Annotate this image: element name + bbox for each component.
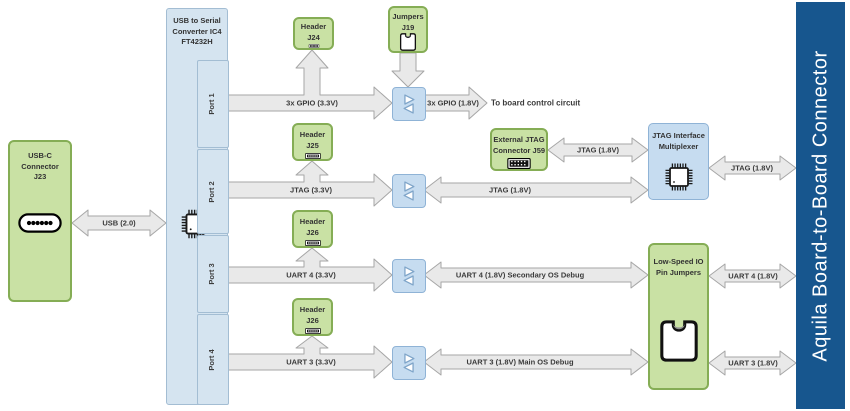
jtag-3v3-arrow [225,160,393,207]
low-speed-io-jumpers-box: Low-Speed IO Pin Jumpers [648,243,709,390]
jumper-shunt-icon [399,33,417,51]
level-shifter-icon [403,266,415,286]
jumpers-j19-down-arrow [391,52,425,88]
external-jtag-connector-label: External JTAG Connector J59 [492,135,546,155]
jtag-interface-multiplexer-box: JTAG Interface Multiplexer [648,123,709,200]
mux-board-jtag-label: JTAG (1.8V) [731,163,773,173]
port-4-label: Port 4 [207,348,216,371]
low-speed-io-jumpers-label: Low-Speed IO Pin Jumpers [653,257,704,277]
jumpers-j19-label: Jumpers J19 [392,12,424,32]
header-j26-port3-label: Header J26 [299,217,326,237]
usb-serial-converter-label: USB to Serial Converter IC4 FT4232H [172,16,222,46]
gpio-3v3-arrow [225,49,393,120]
header-j24-label: Header J24 [300,22,327,42]
jtag-interface-multiplexer-label: JTAG Interface Multiplexer [652,131,705,151]
header-j26-port4-label: Header J26 [299,305,326,325]
usb-c-connector-label: USB-C Connector J23 [21,151,59,181]
header-j26-port4-box: Header J26 [292,298,333,336]
external-jtag-connector-box: External JTAG Connector J59 [490,128,548,171]
uart3-1v8-label: UART 3 (1.8V) Main OS Debug [466,357,574,367]
header-j24-box: Header J24 [293,17,334,50]
gpio-1v8-arrow [423,86,488,120]
level-shifter-gpio [392,87,426,121]
pin-header-icon [308,44,319,48]
uart3-3v3-arrow [225,335,393,379]
port-3-label: Port 3 [207,263,216,285]
gpio-3v3-label: 3x GPIO (3.3V) [286,98,338,108]
dual-row-pin-header-icon [507,158,531,169]
level-shifter-uart4 [392,259,426,293]
level-shifter-icon [403,94,415,114]
usb-c-connector-box: USB-C Connector J23 [8,140,72,302]
level-shifter-uart3 [392,346,426,380]
port-1-section: Port 1 [197,60,229,148]
gpio-1v8-label: 3x GPIO (1.8V) [427,98,479,108]
port-4-section: Port 4 [197,314,229,405]
level-shifter-jtag [392,174,426,208]
level-shifter-icon [403,181,415,201]
header-j25-label: Header J25 [299,130,326,150]
jtag-3v3-label: JTAG (3.3V) [290,185,332,195]
external-jtag-arrow-label: JTAG (1.8V) [577,145,619,155]
header-j25-box: Header J25 [292,123,333,161]
header-j26-port3-box: Header J26 [292,210,333,248]
usb-2-label: USB (2.0) [102,218,136,228]
pin-header-icon [304,328,321,334]
port-3-section: Port 3 [197,235,229,313]
usb-c-port-icon [18,212,62,233]
pin-header-icon [304,153,321,159]
port-2-section: Port 2 [197,149,229,234]
uart4-3v3-label: UART 4 (3.3V) [286,270,336,280]
uart3-3v3-label: UART 3 (3.3V) [286,357,336,367]
uart4-1v8-label: UART 4 (1.8V) Secondary OS Debug [455,270,585,280]
port-1-label: Port 1 [207,93,216,115]
pin-header-icon [304,240,321,246]
jumpers-j19-box: Jumpers J19 [388,6,428,53]
level-shifter-icon [403,353,415,373]
uart3-board-label: UART 3 (1.8V) [728,358,778,368]
jtag-1v8-long-label: JTAG (1.8V) [489,185,531,195]
jumper-shunt-icon [659,320,698,362]
uart4-board-label: UART 4 (1.8V) [728,271,778,281]
uart4-3v3-arrow [225,247,393,292]
board-to-board-connector-bar: Aquila Board-to-Board Connector [796,2,845,409]
usb-serial-converter-box: USB to Serial Converter IC4 FT4232H Port… [166,8,229,405]
qfp-chip-icon [665,163,692,191]
port-2-label: Port 2 [207,180,216,203]
board-control-circuit-text: To board control circuit [491,98,581,108]
board-to-board-connector-label: Aquila Board-to-Board Connector [809,49,831,362]
jtag-1v8-long-arrow [423,176,649,204]
